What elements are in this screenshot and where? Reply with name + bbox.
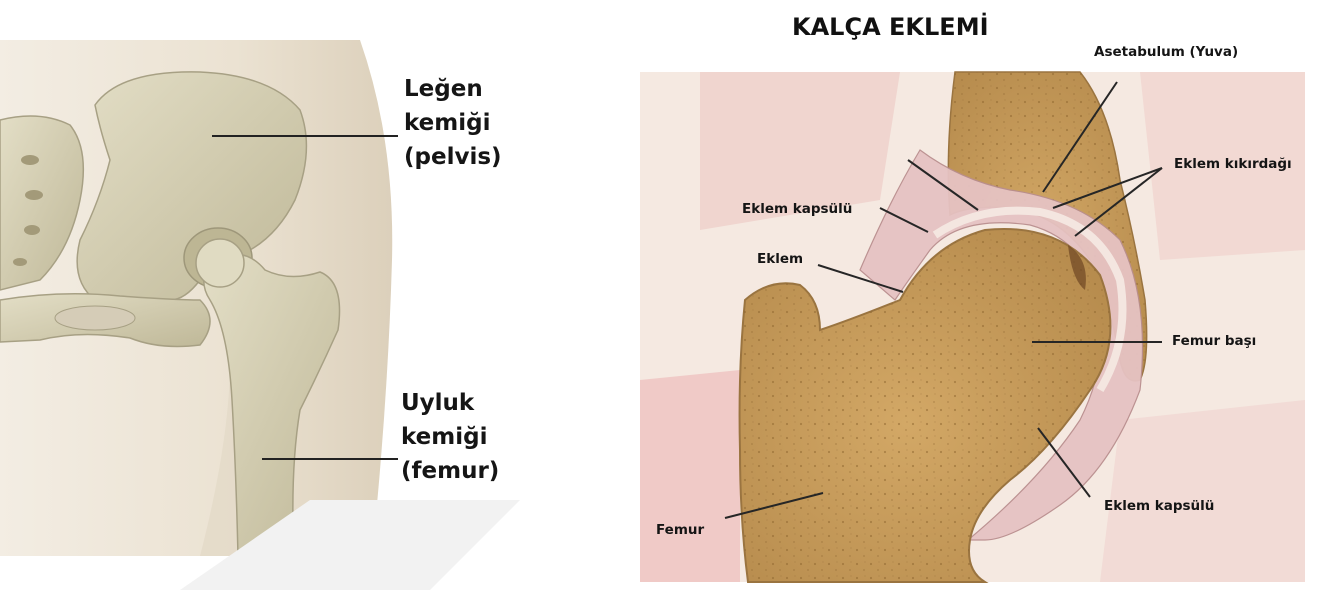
- acetabulum-label: Asetabulum (Yuva): [1094, 44, 1238, 61]
- pelvis-label-line-3: (pelvis): [404, 140, 502, 174]
- joint-label: Eklem: [757, 251, 803, 268]
- diagram-title: KALÇA EKLEMİ: [792, 12, 989, 42]
- pelvis-label: Leğen kemiği (pelvis): [404, 72, 502, 174]
- muscle-lower-left: [640, 370, 740, 582]
- femur-label-line-2: kemiği: [401, 420, 499, 454]
- femur-right-label: Femur: [656, 522, 704, 539]
- femur-label-line-3: (femur): [401, 454, 499, 488]
- cartilage-label: Eklem kıkırdağı: [1174, 156, 1292, 173]
- femur-label-line-1: Uyluk: [401, 386, 499, 420]
- pelvis-label-line-1: Leğen: [404, 72, 502, 106]
- muscle-lower-right: [1100, 400, 1305, 582]
- capsule-top-label: Eklem kapsülü: [742, 201, 852, 218]
- pelvis-label-line-2: kemiği: [404, 106, 502, 140]
- femur-head-label: Femur başı: [1172, 333, 1256, 350]
- femur-label: Uyluk kemiği (femur): [401, 386, 499, 488]
- obturator-foramen: [55, 306, 135, 330]
- capsule-bottom-label: Eklem kapsülü: [1104, 498, 1214, 515]
- femoral-head: [196, 239, 244, 287]
